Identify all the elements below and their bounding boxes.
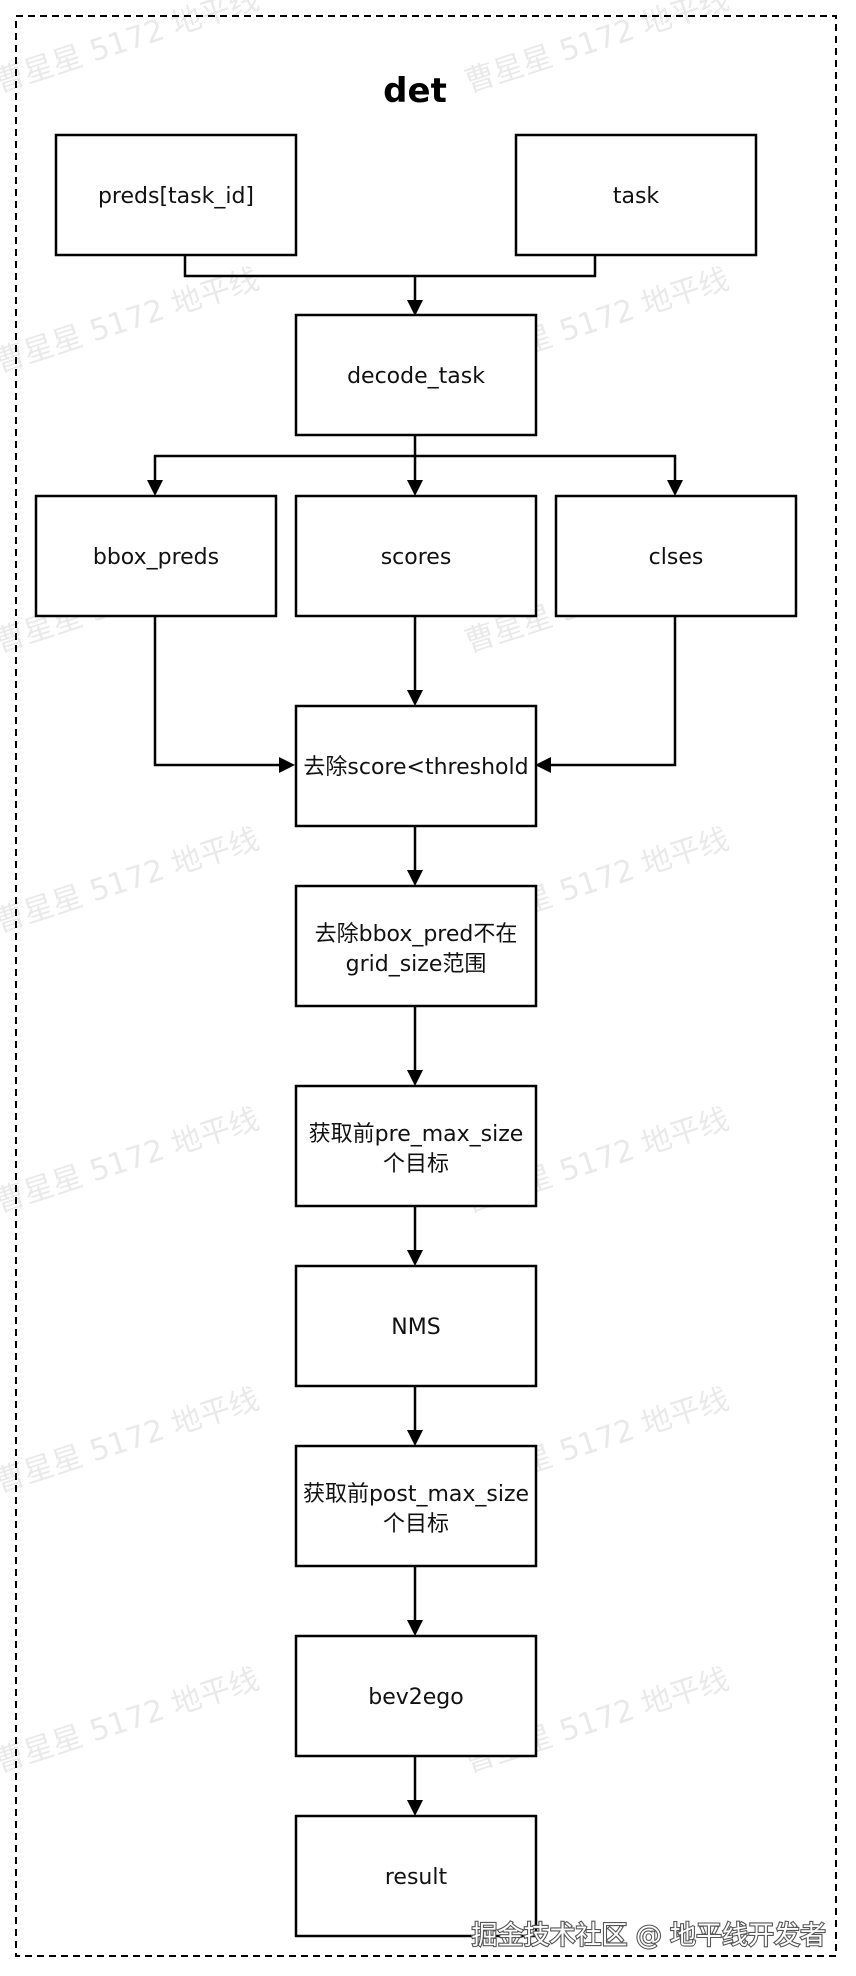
node-filter-score-line-1: 去除score<threshold — [303, 755, 528, 780]
watermark-text: 曹星星 5172 地平线 — [0, 262, 263, 380]
watermark-text: 曹星星 5172 地平线 — [0, 1662, 263, 1780]
node-bev2ego-line-1: bev2ego — [368, 1685, 463, 1710]
node-clses: clses — [554, 494, 798, 618]
node-preds-line-1: preds[task_id] — [98, 184, 254, 209]
node-pre-max-size: 获取前pre_max_size 个目标 — [294, 1084, 538, 1208]
outer-dashed-frame — [15, 15, 837, 1957]
node-scores: scores — [294, 494, 538, 618]
arrowhead-result — [407, 1800, 423, 1816]
node-task-line-1: task — [613, 184, 660, 209]
arrowhead-bbox-filter — [279, 757, 295, 773]
node-filter-score: 去除score<threshold — [294, 704, 538, 828]
edge-preds-to-decode — [183, 255, 415, 278]
node-nms: NMS — [294, 1264, 538, 1388]
arrowhead-scores — [407, 480, 423, 496]
arrowhead-bbox — [147, 480, 163, 496]
arrowhead-scores-filter — [407, 690, 423, 706]
arrowhead-decode — [407, 300, 423, 316]
node-bbox-preds-line-1: bbox_preds — [93, 545, 219, 570]
diagram-title: det — [383, 71, 447, 111]
node-filter-range-line-1: 去除bbox_pred不在 — [315, 922, 518, 947]
node-decode-task-line-1: decode_task — [347, 364, 485, 389]
node-nms-line-1: NMS — [391, 1315, 440, 1340]
node-post-max-size-line-1: 获取前post_max_size — [303, 1482, 529, 1507]
edge-clses-to-filter — [551, 616, 677, 767]
node-bev2ego: bev2ego — [294, 1634, 538, 1758]
arrowhead-nms — [407, 1250, 423, 1266]
edge-bbox-to-filter — [153, 616, 279, 767]
arrowhead-clses — [667, 480, 683, 496]
node-post-max-size-line-2: 个目标 — [383, 1512, 449, 1537]
node-result-line-1: result — [385, 1865, 448, 1890]
edge-decode-fanout — [153, 435, 677, 480]
arrowhead-clses-filter — [535, 757, 551, 773]
node-scores-line-1: scores — [381, 545, 452, 570]
node-decode-task: decode_task — [294, 313, 538, 437]
arrowhead-bev2ego — [407, 1620, 423, 1636]
node-post-max-size: 获取前post_max_size 个目标 — [294, 1444, 538, 1568]
node-task: task — [514, 133, 758, 257]
watermark-text: 曹星星 5172 地平线 — [0, 822, 263, 940]
node-result: result — [294, 1814, 538, 1938]
node-pre-max-size-line-1: 获取前pre_max_size — [309, 1122, 524, 1147]
edges — [147, 255, 683, 1816]
node-pre-max-size-line-2: 个目标 — [383, 1152, 449, 1177]
node-preds: preds[task_id] — [54, 133, 298, 257]
watermark-text: 曹星星 5172 地平线 — [0, 1102, 263, 1220]
arrowhead-postmax — [407, 1430, 423, 1446]
arrowhead-range — [407, 870, 423, 886]
watermark-text: 曹星星 5172 地平线 — [0, 1382, 263, 1500]
node-filter-range: 去除bbox_pred不在 grid_size范围 — [294, 884, 538, 1008]
node-filter-range-line-2: grid_size范围 — [346, 952, 487, 977]
footer-credit: 掘金技术社区 @ 地平线开发者 — [471, 1921, 826, 1951]
node-bbox-preds: bbox_preds — [34, 494, 278, 618]
node-clses-line-1: clses — [649, 545, 704, 570]
arrowhead-premax — [407, 1070, 423, 1086]
edge-task-to-decode — [413, 255, 597, 302]
